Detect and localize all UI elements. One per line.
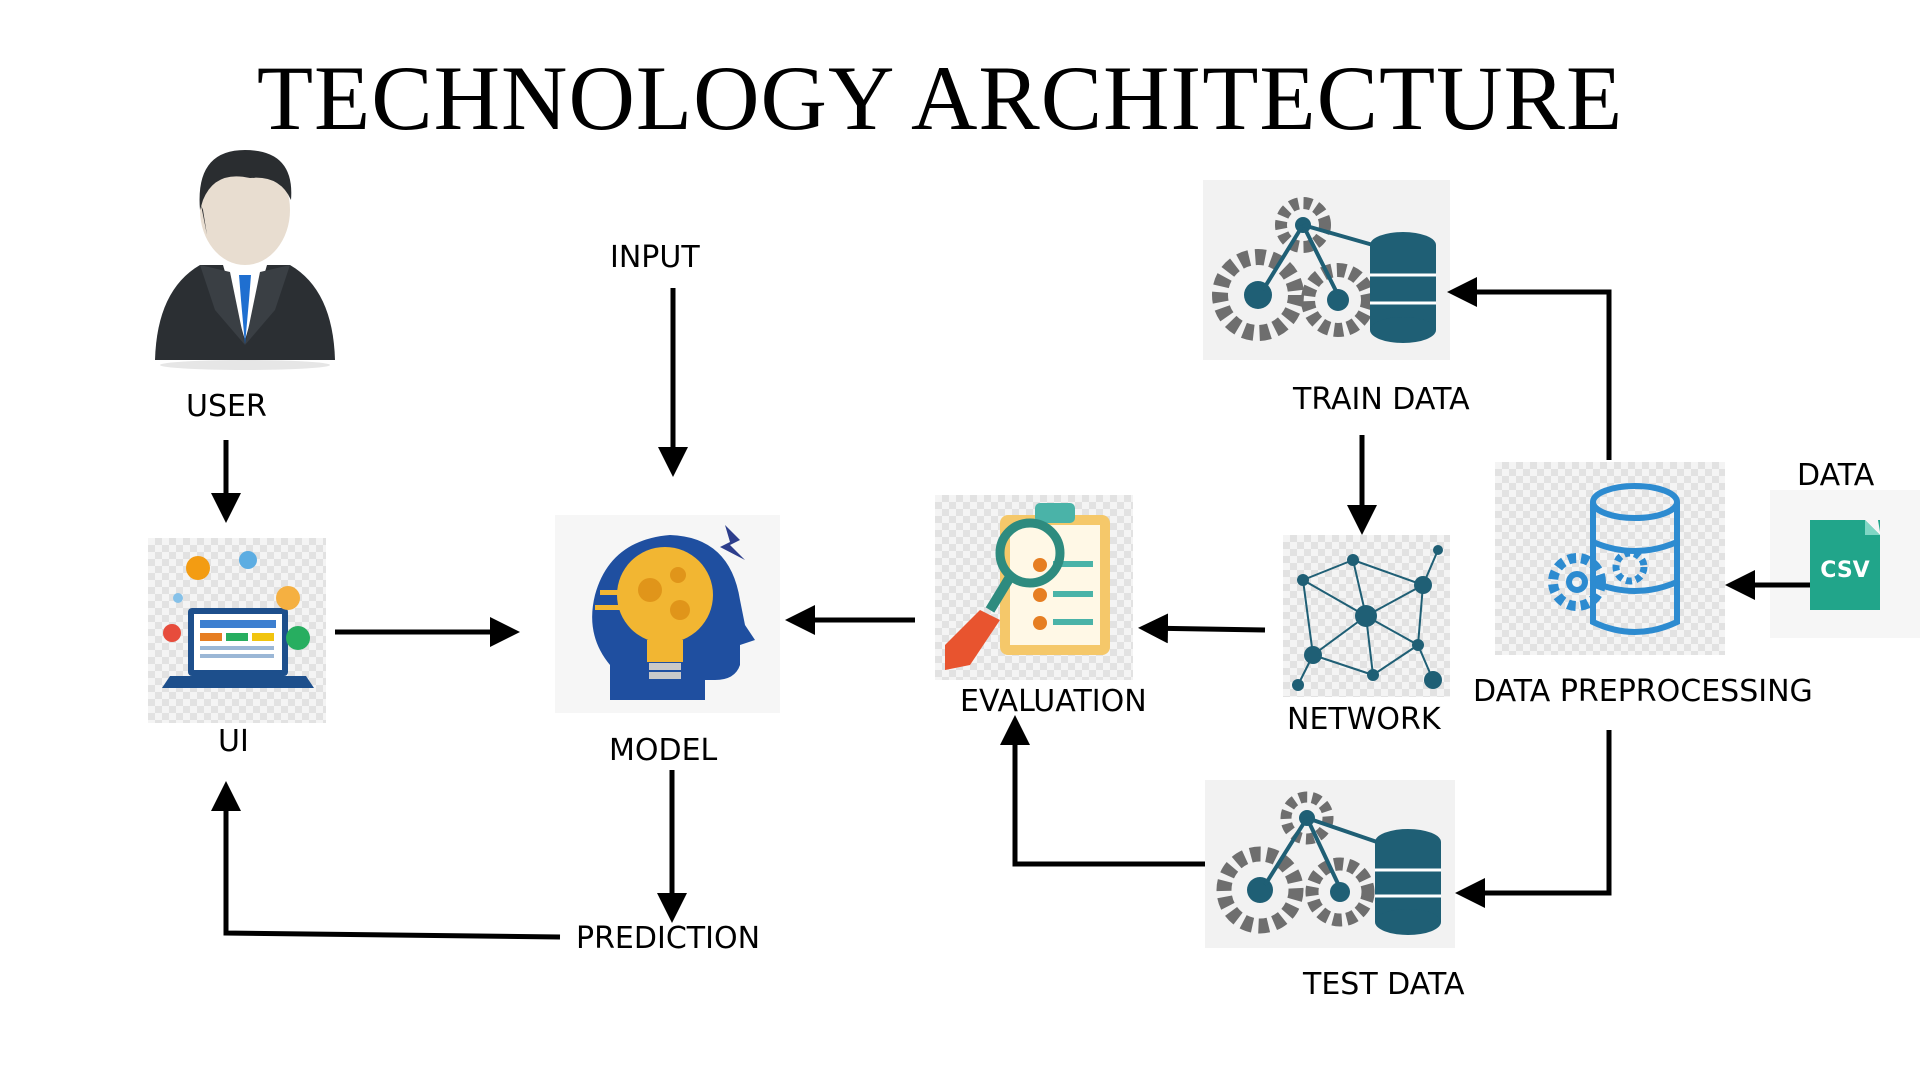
network-label: NETWORK	[1287, 702, 1441, 737]
clipboard-magnifier-icon	[935, 495, 1133, 680]
user-label: USER	[186, 389, 267, 424]
brain-lightbulb-icon	[555, 515, 780, 713]
arrow-preprocessing-to-test	[1455, 730, 1612, 908]
arrow-test-to-evaluation	[1000, 715, 1205, 867]
data-label: DATA	[1797, 458, 1875, 493]
laptop-ui-icon	[148, 538, 326, 723]
test-data-label: TEST DATA	[1303, 967, 1465, 1002]
evaluation-label: EVALUATION	[960, 684, 1147, 719]
user-businessman-icon	[145, 140, 340, 370]
arrow-prediction-to-ui	[211, 781, 561, 940]
train-data-gears-database-icon	[1203, 180, 1450, 360]
model-label: MODEL	[609, 733, 718, 768]
csv-file-icon: CSV	[1770, 490, 1920, 638]
test-data-gears-database-icon	[1205, 780, 1455, 948]
csv-badge-text: CSV	[1820, 558, 1869, 583]
arrow-preprocessing-to-train	[1447, 277, 1612, 460]
database-gear-icon	[1495, 462, 1725, 655]
page-title: TECHNOLOGY ARCHITECTURE	[256, 47, 1624, 149]
ui-label: UI	[218, 724, 249, 759]
input-label: INPUT	[610, 240, 700, 275]
network-graph-icon	[1283, 535, 1450, 697]
arrow-network-to-evaluation	[1138, 613, 1266, 644]
train-data-label: TRAIN DATA	[1293, 382, 1470, 417]
prediction-label: PREDICTION	[576, 921, 761, 956]
data-preprocessing-label: DATA PREPROCESSING	[1473, 674, 1813, 709]
